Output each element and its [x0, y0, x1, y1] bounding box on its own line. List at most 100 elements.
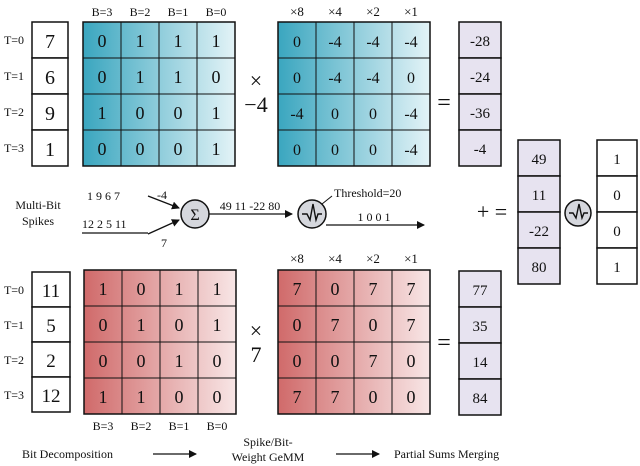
input-value: 2 — [46, 351, 56, 372]
bottom-b-labels: B=3 B=2 B=1 B=0 — [93, 419, 228, 433]
weight-cell: 7 — [369, 279, 378, 299]
bit-cell: 0 — [136, 103, 145, 123]
input-value: 11 — [42, 281, 60, 302]
result-cell — [458, 378, 502, 416]
bit-cell: 0 — [99, 351, 108, 371]
weight-cell: -4 — [366, 34, 379, 51]
weight-cell: 7 — [293, 387, 302, 407]
input-value: 9 — [45, 103, 55, 125]
weight-cell: 0 — [407, 70, 415, 87]
weight-cell: 0 — [331, 279, 340, 299]
weight-cell: -4 — [290, 106, 303, 123]
t-label: T=0 — [4, 33, 24, 47]
bit-cell: 0 — [137, 279, 146, 299]
bit-cell: 0 — [99, 315, 108, 335]
result-value: 35 — [473, 319, 488, 335]
b-label: B=0 — [207, 419, 228, 433]
output-value: 1 — [613, 152, 621, 168]
result-cell — [458, 270, 502, 308]
b-label: B=2 — [131, 419, 152, 433]
bottom-input-column: 11 5 2 12 — [31, 271, 71, 413]
weight-multiplier: 7 — [251, 342, 262, 367]
input-cell — [31, 271, 71, 308]
equals-symbol: = — [437, 330, 451, 356]
weight-cell: -4 — [404, 142, 417, 159]
bit-cell: 0 — [175, 315, 184, 335]
sum-output-values: 49 11 -22 80 — [220, 199, 281, 213]
bit-cell: 0 — [213, 387, 222, 407]
input-value: 5 — [46, 316, 56, 337]
weight-header: ×2 — [366, 251, 380, 266]
middle-flow: Multi-Bit Spikes 1 9 6 7 12 2 5 11 -4 7 … — [15, 186, 507, 250]
weight-cell: -4 — [404, 34, 417, 51]
bit-cell: 1 — [98, 103, 107, 123]
bottom-result-column: 77 35 14 84 — [458, 270, 502, 416]
weight-label-a: -4 — [157, 188, 167, 202]
merged-sum-value: 49 — [532, 152, 547, 168]
weight-cell: 7 — [331, 315, 340, 335]
legend-gemm-line2: Weight GeMM — [232, 450, 305, 464]
spikes-label: Spikes — [22, 214, 54, 228]
top-panel: T=0 T=1 T=2 T=3 7 6 9 1 B=3 B=2 B=1 B=0 … — [4, 4, 502, 167]
b-label: B=2 — [130, 5, 151, 19]
weight-cell: 7 — [407, 279, 416, 299]
weight-cell: -4 — [366, 70, 379, 87]
bit-cell: 1 — [175, 279, 184, 299]
weight-cell: 0 — [331, 142, 339, 159]
t-label: T=2 — [4, 105, 24, 119]
weight-cell: 0 — [293, 351, 302, 371]
bit-cell: 0 — [212, 67, 221, 87]
input-cell — [31, 306, 71, 343]
output-value: 0 — [613, 188, 621, 204]
weight-header: ×8 — [290, 4, 304, 19]
bit-cell: 1 — [137, 315, 146, 335]
bit-cell: 1 — [212, 103, 221, 123]
bottom-t-labels: T=0 T=1 T=2 T=3 — [4, 283, 24, 402]
bit-cell: 0 — [136, 139, 145, 159]
weight-cell: -4 — [328, 70, 341, 87]
input-value: 12 — [42, 386, 61, 407]
weight-cell: 0 — [331, 351, 340, 371]
merged-sum-cell — [517, 139, 561, 177]
bit-matrix-gridlines — [83, 22, 235, 166]
t-label: T=0 — [4, 283, 24, 297]
bit-cell: 1 — [174, 31, 183, 51]
threshold-label: Threshold=20 — [334, 186, 401, 200]
weight-header: ×4 — [328, 251, 342, 266]
input-cell — [31, 341, 71, 378]
weight-header: ×1 — [404, 251, 418, 266]
input-arrow-b — [147, 219, 180, 235]
equals-symbol: = — [437, 90, 451, 116]
t-label: T=1 — [4, 69, 24, 83]
merged-sum-value: -22 — [529, 224, 549, 240]
output-cell — [596, 211, 638, 249]
top-input-column: 7 6 9 1 — [31, 21, 69, 167]
weight-cell: -4 — [328, 34, 341, 51]
weight-cell: 0 — [369, 387, 378, 407]
output-cell — [596, 139, 638, 177]
weight-cell: 7 — [331, 387, 340, 407]
output-cell — [596, 247, 638, 285]
legend-gemm-line1: Spike/Bit- — [243, 435, 292, 449]
result-value: -28 — [470, 34, 490, 50]
weight-cell: 0 — [293, 34, 301, 51]
input-value: 7 — [45, 31, 55, 53]
bit-matrix-gridlines — [84, 270, 236, 414]
sum-icon: Σ — [190, 207, 199, 224]
bit-cell: 1 — [99, 279, 108, 299]
result-cell — [458, 93, 502, 131]
b-label: B=3 — [92, 5, 113, 19]
output-value: 0 — [613, 224, 621, 240]
threshold-node — [297, 199, 327, 229]
result-value: 84 — [473, 391, 489, 407]
input-value: 6 — [45, 67, 55, 89]
fire-node — [564, 199, 592, 227]
output-value: 1 — [613, 260, 621, 276]
weight-matrix-gridlines — [278, 270, 430, 414]
bit-cell: 0 — [98, 31, 107, 51]
bit-cell: 0 — [174, 139, 183, 159]
weight-cell: 0 — [331, 106, 339, 123]
weight-header: ×1 — [404, 4, 418, 19]
threshold-pointer — [321, 195, 333, 205]
